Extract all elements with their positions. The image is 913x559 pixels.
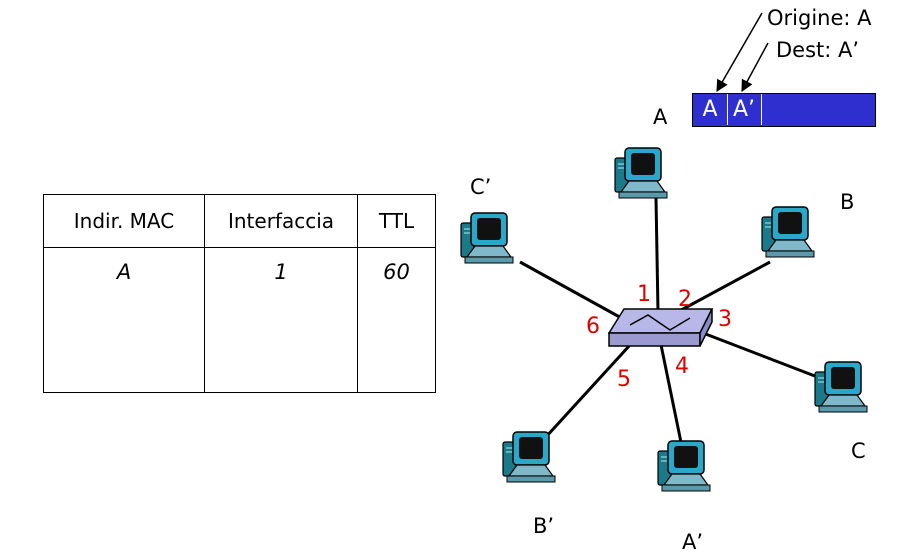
header-mac-address: Indir. MAC [43, 194, 205, 248]
origin-arrow [716, 12, 763, 93]
frame-source-field: A [693, 94, 728, 125]
header-interface: Interfaccia [204, 194, 358, 248]
link-b-prime [543, 343, 632, 440]
cell-mac: A [43, 247, 205, 393]
table-row: A 1 60 [43, 247, 436, 393]
cell-interface: 1 [204, 247, 358, 393]
dest-arrow [741, 42, 769, 93]
frame-dest-field: A’ [727, 94, 762, 125]
origin-annotation: Origine: A [767, 6, 872, 30]
port-2-label: 2 [678, 287, 692, 312]
ethernet-frame: A A’ [692, 93, 876, 127]
host-b-prime-label: B’ [533, 514, 554, 538]
host-c-label: C [851, 439, 866, 463]
port-3-label: 3 [718, 307, 732, 332]
links [519, 197, 821, 453]
host-b-label: B [840, 190, 854, 214]
port-1-label: 1 [637, 282, 651, 307]
cell-ttl: 60 [357, 247, 436, 393]
link-a-prime [658, 339, 685, 453]
port-4-label: 4 [675, 354, 689, 379]
link-a [654, 197, 660, 313]
host-c-computer-icon [814, 361, 868, 413]
switch [607, 308, 714, 347]
link-c [689, 326, 821, 380]
host-a-label: A [653, 105, 668, 129]
host-b-computer-icon [761, 206, 815, 258]
host-a-prime-computer-icon [657, 440, 711, 492]
host-b-prime-computer-icon [502, 431, 556, 483]
port-5-label: 5 [617, 367, 631, 392]
switch-table: Indir. MAC Interfaccia TTL A 1 60 [43, 194, 436, 393]
port-6-label: 6 [586, 314, 600, 339]
host-a-prime-label: A’ [682, 530, 703, 554]
header-ttl: TTL [357, 194, 436, 248]
host-a-computer-icon [614, 147, 668, 199]
table-header-row: Indir. MAC Interfaccia TTL [43, 194, 436, 248]
host-c-prime-computer-icon [460, 212, 514, 264]
link-c-prime [519, 260, 626, 322]
link-b [671, 260, 771, 317]
dest-annotation: Dest: A’ [776, 38, 859, 62]
host-c-prime-label: C’ [470, 175, 491, 199]
